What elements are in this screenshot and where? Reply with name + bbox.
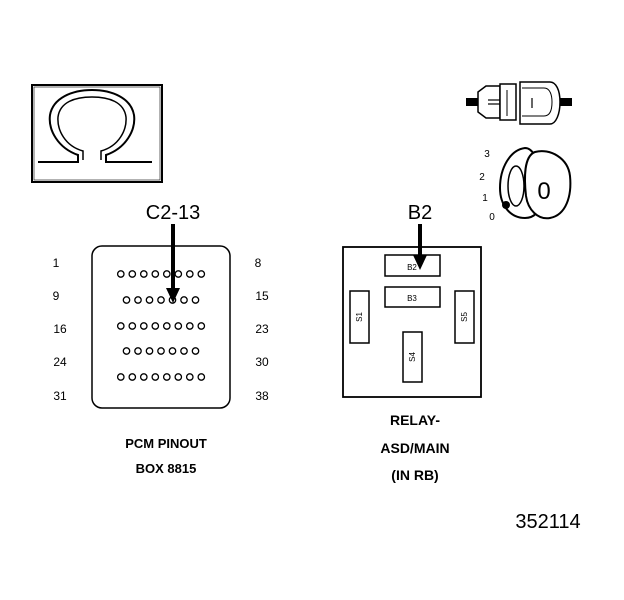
relay-terminal-s1-label: S1	[355, 312, 364, 322]
pcm-pin-27	[157, 347, 165, 355]
pcm-pin-20	[162, 322, 171, 330]
pcm-connector-body	[91, 245, 231, 409]
pcm-pin-21	[174, 322, 183, 330]
pcm-row-start-4: 24	[53, 355, 67, 369]
ignition-position-1: 1	[482, 193, 488, 204]
ignition-key-label: 0	[537, 178, 550, 205]
ohm-icon	[38, 88, 152, 163]
ohm-box-inner-shadow	[33, 86, 161, 181]
pcm-pin-15	[191, 296, 200, 304]
pcm-callout-arrowhead	[166, 288, 180, 303]
ignition-key-head	[524, 150, 572, 220]
pcm-pin-7	[185, 270, 194, 278]
ignition-position-0: 0	[489, 212, 495, 223]
pcm-pin-3	[139, 270, 148, 278]
pcm-pin-24	[122, 347, 131, 355]
connector-icon	[466, 81, 572, 125]
pcm-pin-35	[162, 373, 171, 381]
pcm-caption-line-1: PCM PINOUT	[125, 436, 207, 451]
relay-caption-line-1: RELAY-	[390, 412, 440, 428]
pcm-caption-line-2: BOX 8815	[136, 461, 197, 476]
relay-callout-arrowhead	[413, 255, 427, 270]
ignition-position-2: 2	[479, 172, 485, 183]
pcm-row-start-2: 9	[53, 289, 60, 303]
pcm-pin-34	[151, 373, 160, 381]
pcm-pin-4	[151, 270, 160, 278]
ohm-icon-inner	[57, 96, 127, 160]
pcm-pin-38	[197, 373, 206, 381]
pcm-pin-22	[185, 322, 194, 330]
relay-terminal-b2-label: B2	[407, 263, 417, 272]
pcm-pin-5	[162, 270, 171, 278]
pcm-callout-label: C2-13	[146, 202, 200, 224]
pcm-pin-2	[128, 270, 137, 278]
pcm-pin-19	[151, 322, 160, 330]
pcm-pin-14	[180, 296, 188, 304]
ohmmeter-symbol	[31, 84, 163, 183]
pcm-row-end-4: 30	[255, 355, 269, 369]
pcm-row-end-1: 8	[255, 256, 262, 270]
pcm-pin-12	[157, 296, 165, 304]
pcm-pin-grid	[116, 270, 206, 381]
pcm-row-end-5: 38	[255, 389, 269, 403]
relay-terminal-b2	[384, 254, 441, 277]
pcm-pin-36	[174, 373, 183, 381]
pcm-pin-18	[139, 322, 148, 330]
pcm-pin-17	[128, 322, 137, 330]
pcm-row-start-5: 31	[53, 389, 67, 403]
pcm-pin-9	[122, 296, 131, 304]
ignition-indicator-dot	[502, 201, 510, 209]
relay-caption-line-2: ASD/MAIN	[380, 440, 449, 456]
ohm-box-frame	[31, 84, 163, 183]
pcm-row-start-3: 16	[53, 322, 67, 336]
ignition-position-3: 3	[484, 149, 490, 160]
relay-terminal-s4	[402, 331, 423, 383]
pcm-connector: C2-13 1 9 16 24 31 8 15 23 30 38 PCM PIN…	[53, 202, 269, 476]
ignition-switch-icon: 0 3 2 1 0	[479, 146, 572, 223]
pcm-pin-8	[197, 270, 206, 278]
relay-terminal-s4-label: S4	[408, 352, 417, 362]
pcm-pin-33	[139, 373, 148, 381]
pcm-pin-11	[145, 296, 154, 304]
pcm-pin-31	[116, 373, 125, 381]
pcm-pin-25	[134, 347, 142, 355]
relay-terminal-s1	[349, 290, 370, 344]
pcm-pin-6	[174, 270, 183, 278]
relay: B2 B2 B3 S1 S5 S4 RELAY- ASD/MAIN (IN RB…	[342, 202, 482, 483]
pcm-pin-10	[134, 296, 142, 304]
pcm-pin-26	[145, 347, 154, 355]
pcm-pin-29	[180, 347, 188, 355]
pcm-row-end-2: 15	[255, 289, 269, 303]
relay-terminal-b3-label: B3	[407, 294, 417, 303]
relay-terminal-s5	[454, 290, 475, 344]
relay-callout-label: B2	[408, 202, 432, 224]
pcm-pin-37	[185, 373, 194, 381]
relay-terminal-s5-label: S5	[460, 312, 469, 322]
figure-number: 352114	[515, 511, 580, 533]
pcm-pin-30	[191, 347, 200, 355]
pcm-pin-16	[116, 322, 125, 330]
relay-caption-line-3: (IN RB)	[391, 467, 438, 483]
pcm-row-start-1: 1	[53, 256, 60, 270]
pcm-row-end-3: 23	[255, 322, 269, 336]
pcm-pin-32	[128, 373, 137, 381]
pcm-pin-28	[168, 347, 177, 355]
pcm-pin-1	[116, 270, 125, 278]
relay-terminal-b3	[384, 286, 441, 308]
pcm-pin-23	[197, 322, 206, 330]
